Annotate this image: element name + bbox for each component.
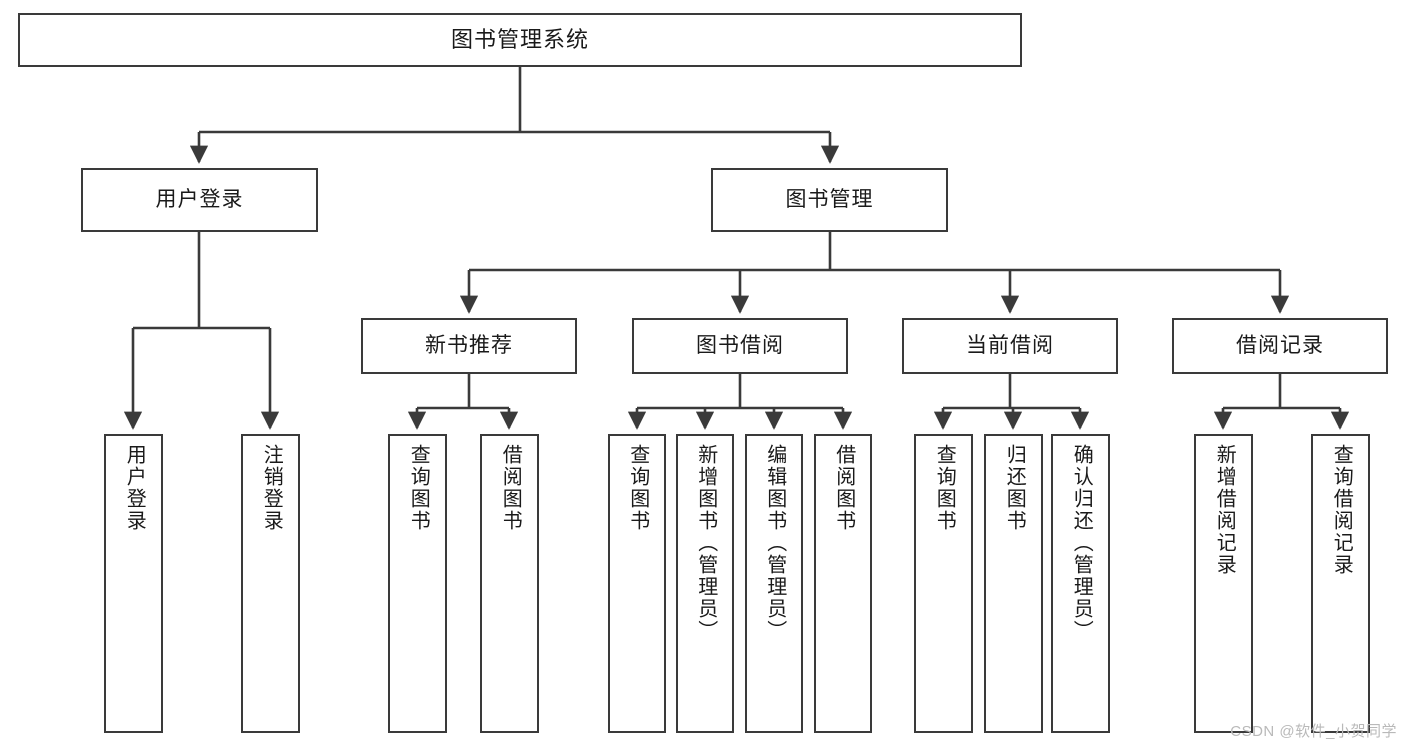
node-book-borrow[interactable]: 图书借阅 [632,318,848,374]
leaf-borrow-book-recommend-label: 借阅图书 [499,444,522,532]
node-new-book-recommend-label: 新书推荐 [425,334,513,358]
node-current-borrow-label: 当前借阅 [966,334,1054,358]
leaf-query-borrow-record-label: 查询借阅记录 [1330,444,1353,576]
leaf-query-book-recommend-label: 查询图书 [407,444,430,532]
leaf-query-book-borrow-label: 查询图书 [626,444,649,532]
leaf-query-book-current-label: 查询图书 [933,444,956,532]
leaf-add-book-admin[interactable]: 新增图书（管理员） [676,434,734,733]
leaf-query-book-current[interactable]: 查询图书 [914,434,973,733]
leaf-borrow-book[interactable]: 借阅图书 [814,434,872,733]
leaf-confirm-return-admin[interactable]: 确认归还（管理员） [1051,434,1110,733]
node-book-borrow-label: 图书借阅 [696,334,784,358]
leaf-borrow-book-label: 借阅图书 [832,444,855,532]
leaf-edit-book-admin-label: 编辑图书（管理员） [763,444,786,642]
node-root-label: 图书管理系统 [450,26,589,52]
leaf-confirm-return-admin-label: 确认归还（管理员） [1070,444,1093,642]
node-book-manage[interactable]: 图书管理 [711,168,948,232]
leaf-add-borrow-record-label: 新增借阅记录 [1213,444,1236,576]
leaf-query-borrow-record[interactable]: 查询借阅记录 [1311,434,1370,733]
node-new-book-recommend[interactable]: 新书推荐 [361,318,577,374]
node-user-login[interactable]: 用户登录 [81,168,318,232]
leaf-query-book-recommend[interactable]: 查询图书 [388,434,447,733]
leaf-query-book-borrow[interactable]: 查询图书 [608,434,666,733]
leaf-return-book-label: 归还图书 [1003,444,1026,532]
leaf-add-book-admin-label: 新增图书（管理员） [694,444,717,642]
watermark-text: CSDN @软件_小贺同学 [1230,723,1397,740]
leaf-user-login-label: 用户登录 [123,444,146,532]
leaf-add-borrow-record[interactable]: 新增借阅记录 [1194,434,1253,733]
node-borrow-record-label: 借阅记录 [1236,334,1324,358]
leaf-return-book[interactable]: 归还图书 [984,434,1043,733]
node-book-manage-label: 图书管理 [785,188,874,212]
leaf-borrow-book-recommend[interactable]: 借阅图书 [480,434,539,733]
leaf-logout-label: 注销登录 [260,444,283,532]
node-user-login-label: 用户登录 [155,188,244,212]
leaf-user-login[interactable]: 用户登录 [104,434,163,733]
node-borrow-record[interactable]: 借阅记录 [1172,318,1388,374]
node-current-borrow[interactable]: 当前借阅 [902,318,1118,374]
node-root[interactable]: 图书管理系统 [18,13,1022,67]
leaf-edit-book-admin[interactable]: 编辑图书（管理员） [745,434,803,733]
leaf-logout[interactable]: 注销登录 [241,434,300,733]
